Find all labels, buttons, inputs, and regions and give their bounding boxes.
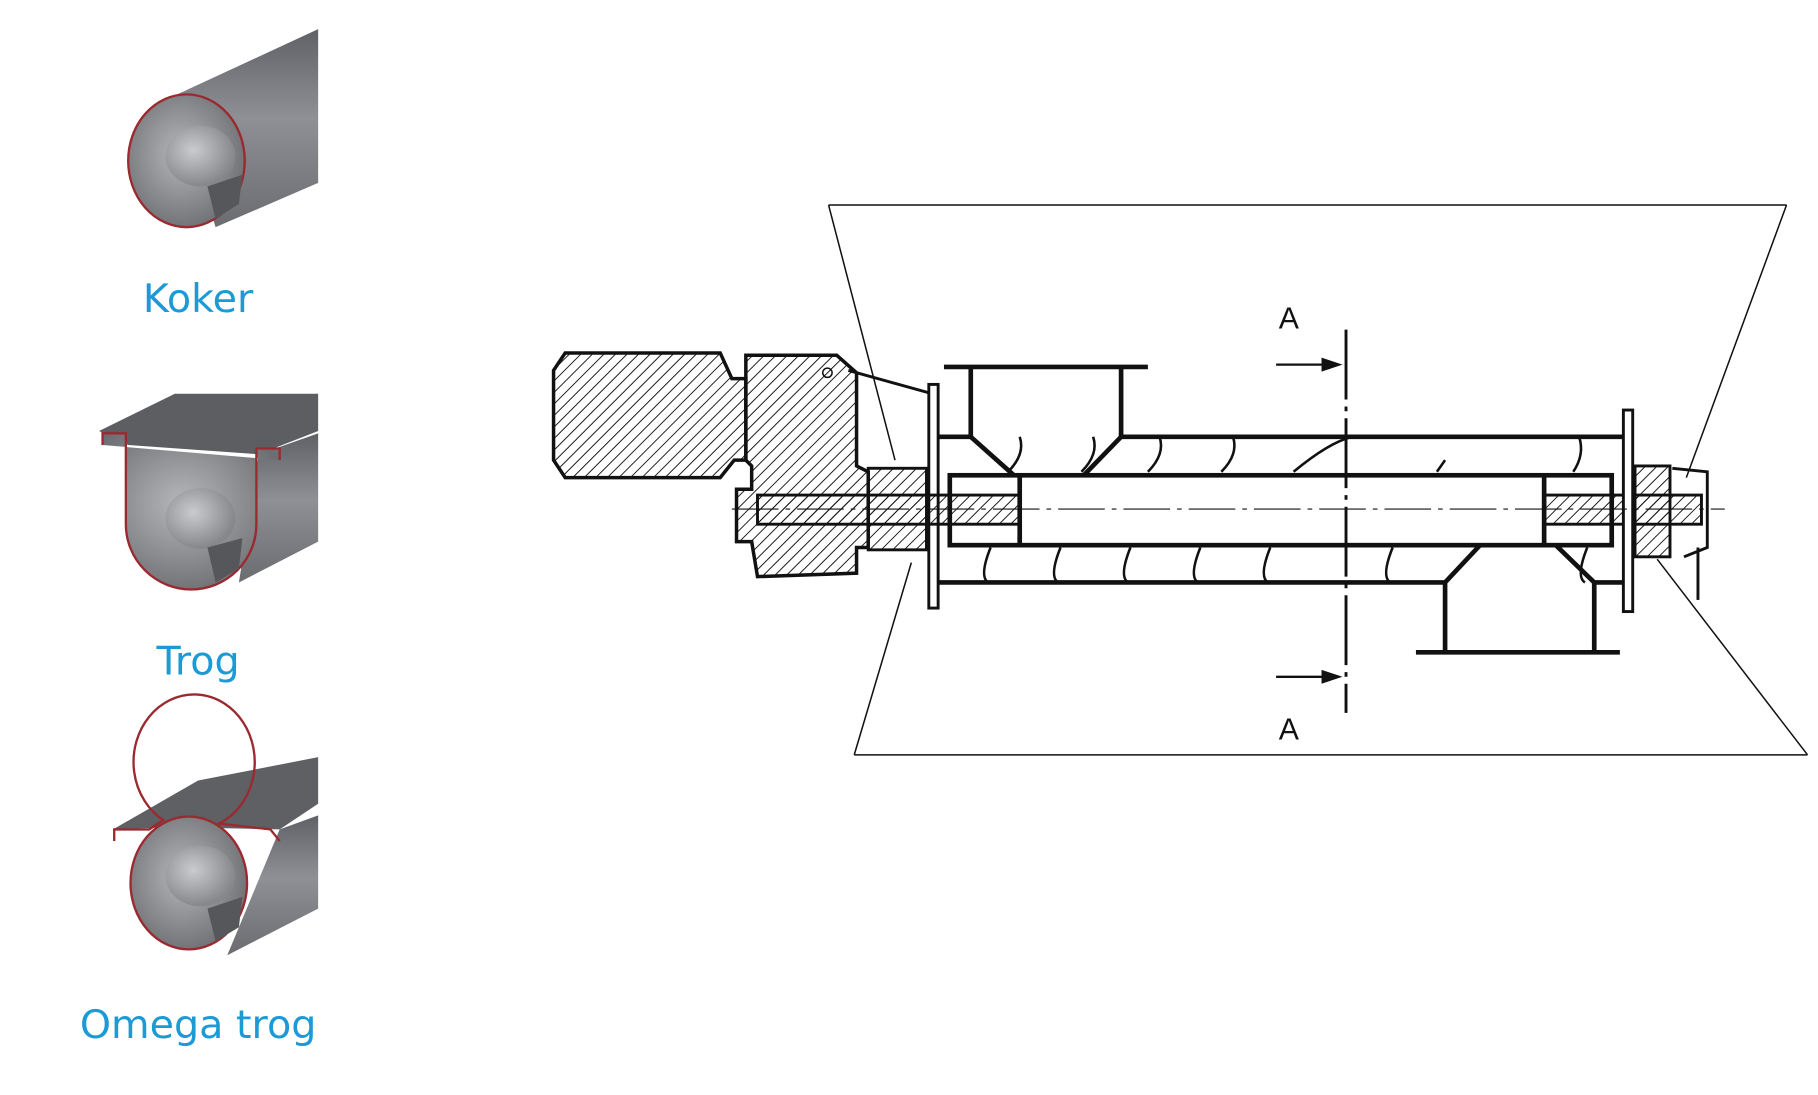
gearbox-icon xyxy=(734,353,870,579)
screw-core xyxy=(947,472,1615,548)
section-label-top: A xyxy=(1279,303,1300,336)
screw-conveyor-drawing: A A xyxy=(551,204,1809,756)
right-end-plate xyxy=(1621,408,1635,614)
screw-flights xyxy=(982,435,1589,584)
inlet-chute xyxy=(943,364,1148,478)
outlet-chute xyxy=(1415,543,1620,655)
section-label-bottom: A xyxy=(1279,714,1300,747)
profile-koker-image xyxy=(127,29,319,229)
profile-omega-trog-image xyxy=(113,693,319,956)
profile-label-trog: Trog xyxy=(156,638,240,684)
motor-icon xyxy=(551,351,748,480)
profile-trog-image xyxy=(99,393,319,591)
profile-label-omega-trog: Omega trog xyxy=(80,1002,317,1048)
profile-label-koker: Koker xyxy=(143,276,254,322)
